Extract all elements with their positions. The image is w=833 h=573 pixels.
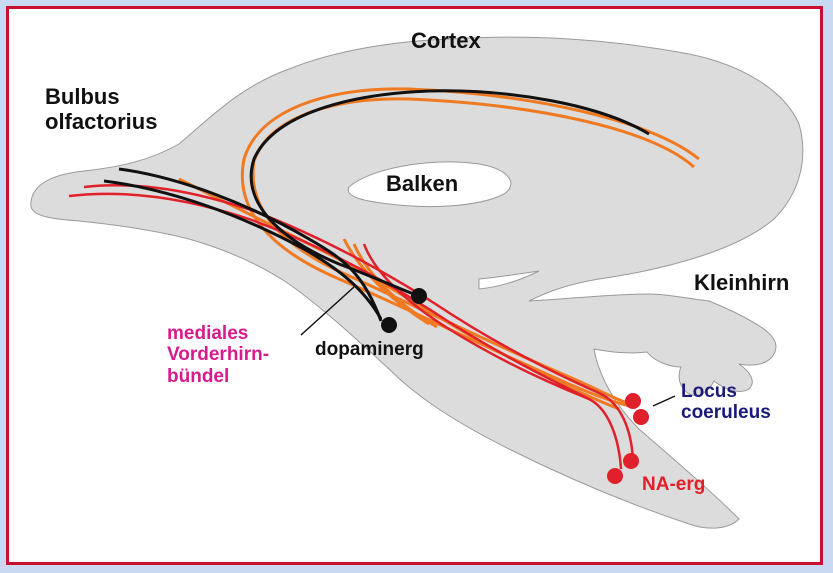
label-bulbus-olfactorius: Bulbus olfactorius [45, 85, 157, 134]
locus-pointer-line [653, 396, 675, 406]
dopamine-neuron [381, 317, 397, 333]
na-neuron [607, 468, 623, 484]
dopamine-neuron [411, 288, 427, 304]
label-mediales-vorderhirnbuendel: mediales Vorderhirn- bündel [167, 323, 269, 387]
label-na-erg: NA-erg [642, 474, 705, 495]
label-dopaminerg: dopaminerg [315, 339, 424, 360]
diagram-frame: Cortex Bulbus olfactorius Balken Kleinhi… [6, 6, 823, 565]
label-kleinhirn: Kleinhirn [694, 271, 789, 296]
label-locus-coeruleus: Locus coeruleus [681, 381, 771, 424]
na-neuron [623, 453, 639, 469]
na-neuron [625, 393, 641, 409]
label-cortex: Cortex [411, 29, 481, 54]
na-neuron [633, 409, 649, 425]
label-balken: Balken [386, 172, 458, 197]
